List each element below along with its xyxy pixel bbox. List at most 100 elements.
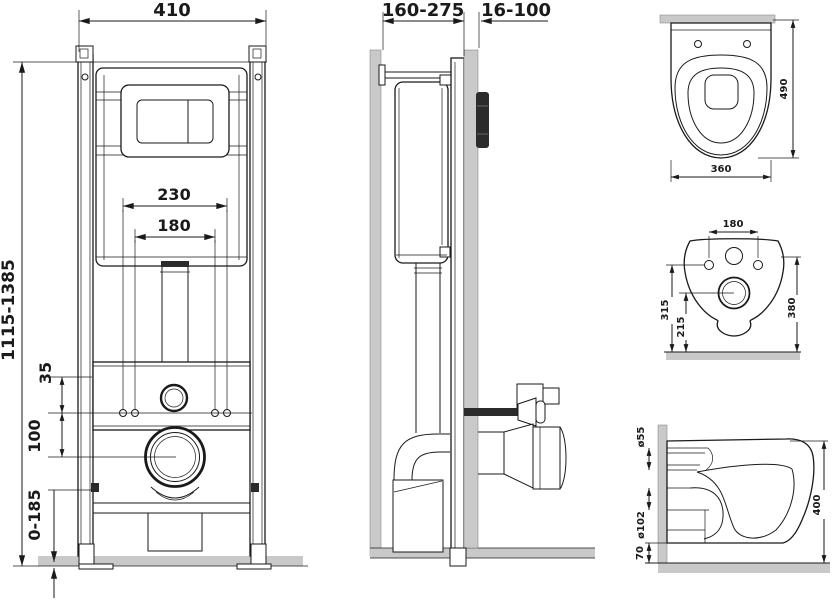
drain-sleeve	[532, 426, 561, 490]
dim-label-inlet-dia: ø55	[636, 427, 647, 448]
left-foot-plate	[78, 563, 114, 570]
right-foot	[250, 543, 267, 567]
flush-plate	[120, 84, 230, 158]
rod-cone	[517, 397, 537, 427]
floor-strip-bowl-side	[658, 563, 830, 573]
tank-connector	[439, 246, 451, 258]
dim-overall-height: 400	[790, 440, 828, 563]
fixing-rod-hole	[223, 409, 231, 417]
dim-label-hole-spacing: 180	[723, 219, 744, 230]
dim-frame-depth: 160-275	[382, 0, 465, 56]
right-rail	[249, 54, 266, 557]
fixing-rod-hole	[211, 409, 219, 417]
rail-bolt	[251, 483, 259, 492]
seat-fixing-hole	[694, 40, 702, 48]
bowl-section-details	[667, 447, 795, 543]
soil-pipe-box	[392, 479, 444, 553]
floor-strip-side	[370, 548, 595, 558]
flush-plate-side	[476, 92, 489, 148]
dim-label-cladding-range: 16-100	[481, 0, 551, 21]
dim-label-foot-range: 0-185	[25, 489, 44, 540]
dim-label-drain-dia: ø102	[636, 511, 647, 539]
left-rail	[77, 54, 94, 557]
left-rail-hole	[81, 73, 89, 81]
dim-rod-spacing: 180	[134, 216, 216, 243]
flush-plate-dark-box	[476, 92, 489, 148]
dim-label-supply-offset: 35	[36, 362, 55, 384]
right-rail-hole	[254, 73, 262, 81]
right-foot-plate	[236, 563, 272, 570]
pipe-collar	[161, 261, 189, 267]
bowl-outline-top	[670, 22, 772, 159]
fixing-rod-hole	[119, 409, 127, 417]
drain-connector-assembly	[478, 423, 567, 490]
dim-label-drain-height: 215	[676, 317, 687, 338]
dim-inlet-height: 315	[660, 265, 675, 352]
flush-pipe-side	[414, 263, 442, 433]
drain-cone	[503, 423, 534, 489]
cistern-side	[394, 74, 453, 264]
dim-inlet-dia: ø55	[636, 427, 652, 470]
dim-back-height: 380	[787, 257, 800, 352]
bowl-outline-side	[666, 438, 815, 544]
drain-clamp	[150, 486, 200, 499]
fixing-rod-assembly	[464, 383, 560, 427]
water-inlet-hole	[725, 247, 743, 265]
frame-rail-side	[450, 57, 465, 557]
right-hanger-bracket	[248, 45, 267, 63]
seat-outer-rim	[674, 54, 768, 156]
fill-valve-port	[439, 74, 453, 86]
dim-hole-spacing: 180	[708, 219, 759, 258]
wall-bar-side	[657, 424, 668, 564]
dim-label-cistern-width: 230	[157, 185, 190, 204]
dim-drain-offset: 100	[25, 413, 65, 457]
fixing-hole	[704, 260, 714, 270]
flush-opening	[704, 74, 739, 110]
fixing-hole	[753, 260, 763, 270]
flush-buttons	[136, 99, 214, 144]
frame-foot-side	[449, 547, 467, 567]
dim-drain-dia: ø102	[636, 488, 652, 539]
dim-label-floor-offset: 70	[635, 546, 646, 560]
dim-label-overall-height: 400	[812, 495, 823, 516]
fixing-rod-hole	[131, 409, 139, 417]
left-foot	[78, 543, 95, 567]
dim-label-frame-height: 1115-1385	[0, 259, 19, 361]
floor-strip	[38, 556, 303, 566]
rail-bolt	[91, 483, 99, 492]
floor-strip-back	[666, 352, 800, 360]
dim-label-frame-width: 410	[153, 0, 191, 21]
seat-inner-rim	[687, 67, 755, 144]
rod-extension-lines	[122, 210, 228, 410]
cladding-panel	[463, 49, 479, 549]
dim-supply-offset: 35	[36, 362, 65, 413]
view-bowl-top: 490 360	[659, 14, 799, 182]
dim-drain-height: 215	[676, 293, 689, 352]
dim-bowl-depth: 490	[758, 19, 799, 159]
seat-fixing-hole	[743, 40, 751, 48]
dim-label-inlet-height: 315	[660, 300, 671, 321]
dim-label-rod-spacing: 180	[157, 216, 190, 235]
adjustable-feet	[78, 543, 272, 570]
dim-label-bowl-depth: 490	[779, 79, 790, 100]
left-hanger-bracket	[75, 45, 94, 63]
wall-bar-top	[659, 14, 776, 24]
dim-frame-height: 1115-1385	[0, 61, 26, 567]
flush-pipe-front	[160, 261, 190, 362]
drain-elbow	[392, 433, 450, 553]
dim-cistern-width: 230	[122, 185, 228, 212]
flush-plate-panel	[120, 84, 230, 158]
dim-label-bowl-width: 360	[711, 164, 732, 175]
dim-floor-offset: 70	[635, 542, 667, 563]
drain-box	[147, 512, 203, 552]
dim-label-back-height: 380	[787, 298, 798, 319]
dim-cladding-range: 16-100	[478, 0, 551, 48]
view-frame-side: 160-275 16-100	[369, 0, 595, 567]
view-bowl-back: 180 315 215 380	[660, 219, 801, 360]
view-frame-front: 410 1115-1385 230 180 35 10	[0, 0, 308, 598]
dim-label-frame-depth: 160-275	[382, 0, 465, 21]
threaded-rod	[464, 408, 518, 416]
dim-foot-range: 0-185	[25, 489, 58, 598]
